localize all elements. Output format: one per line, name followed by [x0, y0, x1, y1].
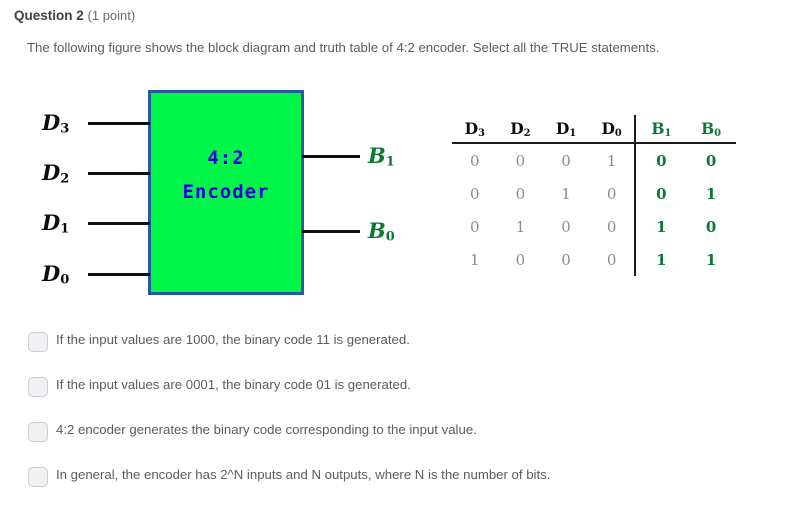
input-wire-d3 — [88, 122, 150, 125]
cell-b0: 1 — [705, 184, 717, 203]
truth-table-header-row: D3 D2 D1 D0 B1 B0 — [452, 115, 736, 144]
question-header: Question 2 (1 point) — [14, 8, 135, 23]
cell-b1: 1 — [634, 210, 687, 243]
encoder-block: 4:2 Encoder — [148, 90, 304, 295]
cell-d2: 0 — [515, 250, 526, 269]
cell-d3: 0 — [470, 151, 480, 170]
truth-table-header-b0: B0 — [686, 115, 736, 144]
table-row: 1 0 0 0 1 1 — [452, 243, 736, 276]
truth-table-header-d0: D0 — [588, 115, 636, 144]
input-label-d0: D0 — [42, 261, 70, 288]
cell-d1: 0 — [561, 250, 571, 269]
option-label-2[interactable]: If the input values are 0001, the binary… — [56, 377, 411, 392]
block-diagram-figure: 4:2 Encoder D3 D2 D1 D0 B1 B0 — [0, 85, 812, 305]
encoder-ratio-label: 4:2 — [207, 147, 245, 169]
option-label-4[interactable]: In general, the encoder has 2^N inputs a… — [56, 467, 551, 482]
cell-b0: 1 — [705, 250, 717, 269]
input-wire-d2 — [88, 172, 150, 175]
cell-d1: 0 — [561, 151, 571, 170]
output-wire-b1 — [302, 155, 360, 158]
input-label-d2: D2 — [42, 160, 70, 187]
output-wire-b0 — [302, 230, 360, 233]
checkbox-option-2[interactable] — [28, 377, 48, 397]
checkbox-option-4[interactable] — [28, 467, 48, 487]
option-row-2: If the input values are 0001, the binary… — [28, 372, 788, 417]
truth-table: D3 D2 D1 D0 B1 B0 0 0 0 1 0 0 0 0 1 0 — [452, 115, 742, 290]
cell-d0: 0 — [606, 217, 617, 236]
output-label-b0: B0 — [368, 218, 395, 245]
option-row-1: If the input values are 1000, the binary… — [28, 327, 788, 372]
question-title: Question 2 — [14, 8, 84, 23]
cell-d0: 1 — [606, 151, 617, 170]
cell-b1: 0 — [634, 143, 687, 177]
cell-b1: 0 — [634, 177, 687, 210]
checkbox-option-1[interactable] — [28, 332, 48, 352]
cell-d0: 0 — [606, 250, 617, 269]
cell-b1: 1 — [634, 243, 687, 276]
option-label-1[interactable]: If the input values are 1000, the binary… — [56, 332, 410, 347]
truth-table-header-d3: D3 — [452, 115, 498, 144]
input-label-d1: D1 — [42, 210, 70, 237]
cell-d3: 0 — [470, 217, 480, 236]
option-row-4: In general, the encoder has 2^N inputs a… — [28, 462, 788, 507]
input-label-d3: D3 — [42, 110, 70, 137]
question-prompt: The following figure shows the block dia… — [27, 40, 660, 55]
cell-d1: 1 — [561, 184, 571, 203]
input-wire-d0 — [88, 273, 150, 276]
answer-options: If the input values are 1000, the binary… — [28, 327, 788, 507]
cell-b0: 0 — [705, 217, 717, 236]
cell-d1: 0 — [561, 217, 571, 236]
cell-d0: 0 — [606, 184, 617, 203]
truth-table-header-d1: D1 — [543, 115, 589, 144]
truth-table-header-b1: B1 — [634, 115, 687, 144]
cell-b0: 0 — [705, 151, 717, 170]
question-points: (1 point) — [87, 8, 136, 23]
input-wire-d1 — [88, 222, 150, 225]
option-row-3: 4:2 encoder generates the binary code co… — [28, 417, 788, 462]
cell-d3: 0 — [470, 184, 480, 203]
option-label-3[interactable]: 4:2 encoder generates the binary code co… — [56, 422, 477, 437]
table-row: 0 0 0 1 0 0 — [452, 143, 736, 177]
table-row: 0 1 0 0 1 0 — [452, 210, 736, 243]
cell-d2: 0 — [515, 151, 526, 170]
cell-d2: 1 — [515, 217, 526, 236]
checkbox-option-3[interactable] — [28, 422, 48, 442]
output-label-b1: B1 — [368, 143, 395, 170]
truth-table-header-d2: D2 — [497, 115, 544, 144]
cell-d2: 0 — [515, 184, 526, 203]
cell-d3: 1 — [470, 250, 480, 269]
encoder-name-label: Encoder — [182, 181, 270, 203]
table-row: 0 0 1 0 0 1 — [452, 177, 736, 210]
